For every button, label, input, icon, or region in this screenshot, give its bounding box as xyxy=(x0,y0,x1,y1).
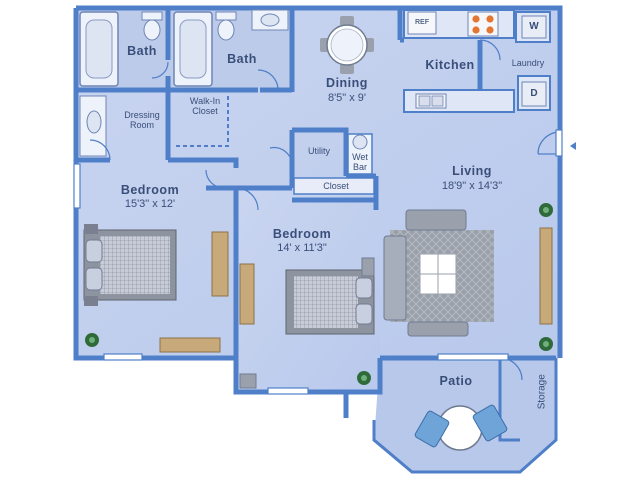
wet-bar-label: Wet Bar xyxy=(352,152,368,173)
nightstand-center xyxy=(239,373,257,389)
bathtub-left xyxy=(79,11,119,87)
bedroom-center-label: Bedroom xyxy=(272,227,332,241)
walk-in-closet-label: Walk-In Closet xyxy=(189,96,221,117)
washer xyxy=(521,15,547,39)
washer-label: W xyxy=(529,21,539,32)
living-dimensions: 18'9" x 14'3" xyxy=(441,180,503,192)
utility-label: Utility xyxy=(308,146,330,156)
bed-left xyxy=(83,224,177,306)
windows xyxy=(73,129,563,395)
vanity-sink-left xyxy=(79,95,107,157)
refrigerator-label: REF xyxy=(415,19,429,26)
refrigerator xyxy=(407,11,437,35)
wet-bar-sink xyxy=(347,133,373,175)
desk-left xyxy=(159,337,221,353)
bathtub-right xyxy=(173,11,213,87)
laundry-label: Laundry xyxy=(511,58,545,68)
plant-icons xyxy=(85,203,553,385)
storage-label: Storage xyxy=(536,374,548,410)
dining-dimensions: 8'5" x 9' xyxy=(327,92,367,104)
toilet-right xyxy=(215,11,237,41)
walls xyxy=(73,5,563,474)
dining-label: Dining xyxy=(326,76,368,90)
dressing-room-label: Dressing Room xyxy=(124,110,160,131)
patio-table xyxy=(414,404,508,451)
dining-table xyxy=(320,16,374,74)
kitchen-sink xyxy=(415,93,447,109)
patio-label: Patio xyxy=(439,374,473,388)
vanity-sink-right xyxy=(251,9,289,31)
stove-burners xyxy=(467,11,499,37)
entry-arrow-icon xyxy=(570,142,576,150)
bedroom-left-label: Bedroom xyxy=(120,183,180,197)
closet-label: Closet xyxy=(323,181,349,191)
dryer xyxy=(521,81,547,107)
dryer-label: D xyxy=(530,88,538,99)
side-table xyxy=(361,257,375,277)
kitchen-label: Kitchen xyxy=(425,58,475,72)
living-label: Living xyxy=(452,164,492,178)
bedroom-left-dimensions: 15'3" x 12' xyxy=(124,198,176,210)
dresser-center xyxy=(239,263,255,325)
bath-left-label: Bath xyxy=(127,44,157,58)
closet-box xyxy=(293,177,375,195)
toilet-left xyxy=(141,11,163,41)
tv-console xyxy=(539,227,553,325)
bed-center xyxy=(285,269,375,335)
bath-right-label: Bath xyxy=(227,52,257,66)
bedroom-center-dimensions: 14' x 11'3" xyxy=(277,242,327,254)
door-swings xyxy=(89,39,561,381)
dresser-left xyxy=(211,231,229,297)
living-sofa-set xyxy=(383,209,494,337)
